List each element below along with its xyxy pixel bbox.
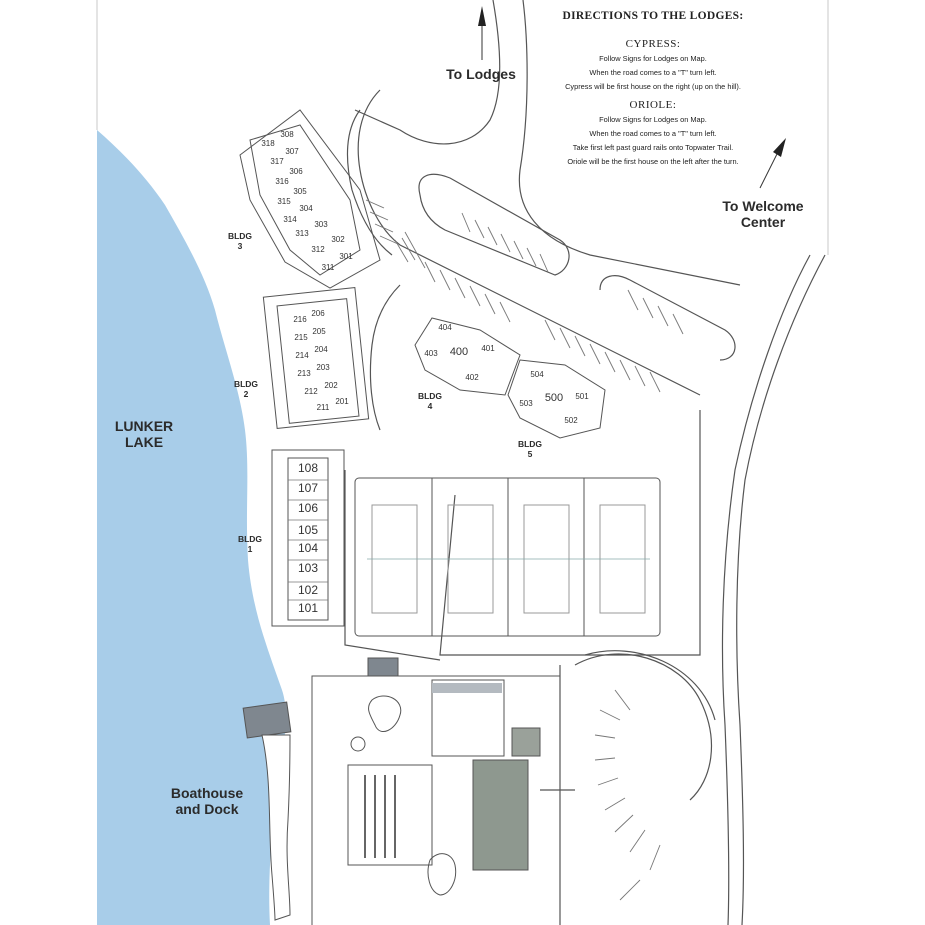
directions-title: DIRECTIONS TO THE LODGES: — [562, 10, 744, 22]
directions-panel: DIRECTIONS TO THE LODGES: CYPRESS: Follo… — [548, 10, 758, 169]
bldg4-label: BLDG 4 — [417, 391, 443, 411]
cypress-line-2: When the road comes to a "T" turn left. — [589, 67, 717, 77]
unit-503: 503 — [519, 399, 533, 408]
unit-102: 102 — [298, 583, 318, 597]
bldg1-label: BLDG 1 — [237, 534, 263, 554]
unit-304: 304 — [299, 204, 313, 213]
unit-214: 214 — [295, 351, 309, 360]
unit-318: 318 — [261, 139, 275, 148]
bldg2-outline — [262, 287, 370, 429]
unit-311: 311 — [322, 263, 335, 272]
unit-401: 401 — [481, 344, 495, 353]
unit-302: 302 — [331, 235, 345, 244]
unit-213: 213 — [297, 369, 311, 378]
unit-106: 106 — [298, 501, 318, 515]
unit-502: 502 — [564, 416, 578, 425]
bldg3-label: BLDG 3 — [227, 231, 253, 251]
unit-numbers: 108 107 106 105 104 103 102 101 216 215 214 213 212 2… — [261, 130, 589, 615]
unit-403: 403 — [424, 349, 438, 358]
unit-315: 315 — [277, 197, 291, 206]
unit-104: 104 — [298, 541, 318, 555]
unit-203: 203 — [316, 363, 330, 372]
cypress-line-1: Follow Signs for Lodges on Map. — [599, 54, 707, 63]
unit-215: 215 — [294, 333, 308, 342]
unit-301: 301 — [339, 252, 353, 261]
boathouse-dock — [242, 701, 292, 921]
parking-stalls — [365, 199, 684, 901]
to-welcome-center-label: To Welcome Center — [722, 198, 804, 231]
unit-316: 316 — [275, 177, 289, 186]
unit-501: 501 — [575, 392, 589, 401]
cypress-line-3: Cypress will be first house on the right… — [565, 81, 741, 91]
bldg1-outline — [271, 449, 345, 627]
pool-complex — [311, 657, 561, 925]
unit-201: 201 — [335, 397, 349, 406]
unit-108: 108 — [298, 461, 318, 475]
oriole-heading: ORIOLE: — [629, 99, 677, 112]
bldg4-5-outline — [414, 317, 606, 439]
oriole-line-2: When the road comes to a "T" turn left. — [589, 129, 717, 139]
unit-101: 101 — [298, 601, 318, 615]
unit-402: 402 — [465, 373, 479, 382]
unit-206: 206 — [311, 309, 325, 318]
unit-400: 400 — [450, 346, 468, 358]
unit-305: 305 — [293, 187, 307, 196]
unit-202: 202 — [324, 381, 338, 390]
unit-504: 504 — [530, 370, 544, 379]
to-welcome-center-arrow — [759, 138, 786, 189]
oriole-line-1: Follow Signs for Lodges on Map. — [599, 115, 707, 125]
unit-317: 317 — [270, 157, 284, 166]
bldg2-label: BLDG 2 — [233, 379, 259, 399]
lunker-lake — [97, 130, 286, 925]
unit-103: 103 — [298, 561, 318, 575]
to-lodges-arrow — [478, 6, 486, 60]
bldg5-label: BLDG 5 — [517, 439, 543, 459]
unit-212: 212 — [304, 387, 318, 396]
boathouse-label: Boathouse and Dock — [170, 785, 244, 818]
lunker-lake-label: LUNKER LAKE — [114, 418, 174, 451]
unit-105: 105 — [298, 523, 318, 537]
unit-205: 205 — [312, 327, 326, 336]
unit-307: 307 — [285, 147, 299, 156]
unit-306: 306 — [289, 167, 303, 176]
bldg3-outline — [239, 109, 381, 289]
unit-107: 107 — [298, 481, 318, 495]
unit-313: 313 — [295, 229, 309, 238]
cypress-heading: CYPRESS: — [625, 38, 681, 50]
to-lodges-label: To Lodges — [446, 66, 516, 82]
unit-303: 303 — [314, 220, 328, 229]
unit-404: 404 — [438, 323, 452, 332]
unit-216: 216 — [293, 315, 307, 324]
tennis-courts — [354, 477, 661, 637]
unit-204: 204 — [314, 345, 328, 354]
unit-314: 314 — [283, 215, 297, 224]
unit-308: 308 — [280, 130, 294, 139]
unit-211: 211 — [317, 403, 330, 412]
unit-312: 312 — [311, 245, 325, 254]
oriole-line-3: Take first left past guard rails onto To… — [572, 142, 734, 152]
unit-500: 500 — [545, 392, 563, 404]
oriole-line-4: Oriole will be the first house on the le… — [567, 156, 739, 166]
